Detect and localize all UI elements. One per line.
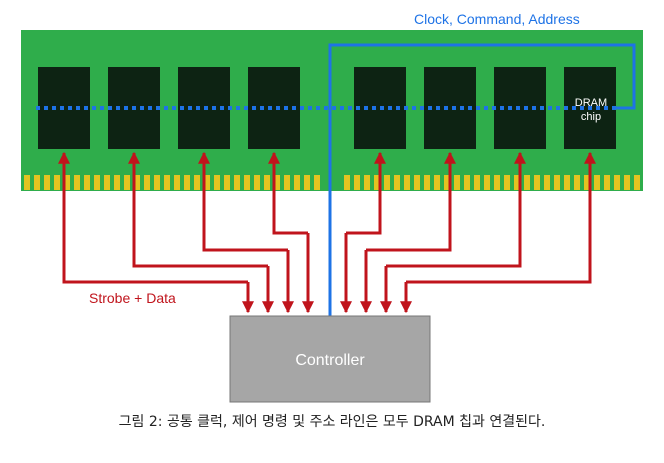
bus-label: Clock, Command, Address	[414, 11, 580, 27]
contact-pin	[64, 175, 70, 190]
controller-label: Controller	[295, 352, 365, 369]
dram-chip	[424, 67, 476, 149]
contact-pin	[514, 175, 520, 190]
contact-pin	[374, 175, 380, 190]
contact-pin	[234, 175, 240, 190]
contact-pin	[464, 175, 470, 190]
contact-pin	[154, 175, 160, 190]
contact-pin	[94, 175, 100, 190]
contact-pin	[384, 175, 390, 190]
contact-pin	[34, 175, 40, 190]
contact-pin	[524, 175, 530, 190]
contact-pin	[84, 175, 90, 190]
contact-pin	[534, 175, 540, 190]
contact-pin	[124, 175, 130, 190]
data-line	[198, 151, 288, 252]
contact-pin	[634, 175, 640, 190]
contact-pin	[114, 175, 120, 190]
controller-box	[229, 315, 431, 403]
contact-pin	[174, 175, 180, 190]
contact-pin	[294, 175, 300, 190]
contact-pin	[394, 175, 400, 190]
data-line	[366, 151, 456, 252]
contact-pin	[434, 175, 440, 190]
contact-pin	[604, 175, 610, 190]
contact-pin	[544, 175, 550, 190]
contact-pin	[494, 175, 500, 190]
strobe-data-lines	[58, 151, 596, 314]
contact-pin	[484, 175, 490, 190]
contact-pin	[474, 175, 480, 190]
contact-pin	[104, 175, 110, 190]
data-line	[386, 151, 526, 268]
dram-chip-label-line2: chip	[581, 111, 601, 123]
contact-pin	[54, 175, 60, 190]
contact-pin	[44, 175, 50, 190]
contact-pin	[254, 175, 260, 190]
contact-pin	[184, 175, 190, 190]
contact-pin	[554, 175, 560, 190]
dram-chip-label-line1: DRAM	[575, 97, 607, 109]
contact-pin	[454, 175, 460, 190]
module-contact-pins	[24, 175, 640, 190]
contact-pin	[594, 175, 600, 190]
contact-pin	[284, 175, 290, 190]
data-line	[268, 151, 308, 235]
contact-pin	[614, 175, 620, 190]
contact-pin	[574, 175, 580, 190]
data-line	[346, 151, 386, 235]
contact-pin	[584, 175, 590, 190]
contact-pin	[304, 175, 310, 190]
contact-pin	[264, 175, 270, 190]
contact-pin	[344, 175, 350, 190]
contact-pin	[74, 175, 80, 190]
contact-pin	[424, 175, 430, 190]
contact-pin	[164, 175, 170, 190]
contact-pin	[194, 175, 200, 190]
contact-pin	[444, 175, 450, 190]
clock-command-address-line	[328, 43, 636, 316]
data-line	[406, 151, 596, 284]
contact-pin	[414, 175, 420, 190]
contact-pin	[214, 175, 220, 190]
contact-pin	[564, 175, 570, 190]
contact-pin	[364, 175, 370, 190]
contact-pin	[204, 175, 210, 190]
figure-caption: 그림 2: 공통 클럭, 제어 명령 및 주소 라인은 모두 DRAM 칩과 연…	[118, 414, 546, 430]
contact-pin	[354, 175, 360, 190]
contact-pin	[24, 175, 30, 190]
data-line	[58, 151, 248, 284]
dram-chip	[248, 67, 300, 149]
contact-pin	[404, 175, 410, 190]
contact-pin	[134, 175, 140, 190]
strobe-data-label: Strobe + Data	[89, 290, 176, 306]
contact-pin	[244, 175, 250, 190]
contact-pin	[624, 175, 630, 190]
contact-pin	[504, 175, 510, 190]
contact-pin	[144, 175, 150, 190]
contact-pin	[274, 175, 280, 190]
contact-pin	[314, 175, 320, 190]
contact-pin	[224, 175, 230, 190]
data-line	[128, 151, 268, 268]
